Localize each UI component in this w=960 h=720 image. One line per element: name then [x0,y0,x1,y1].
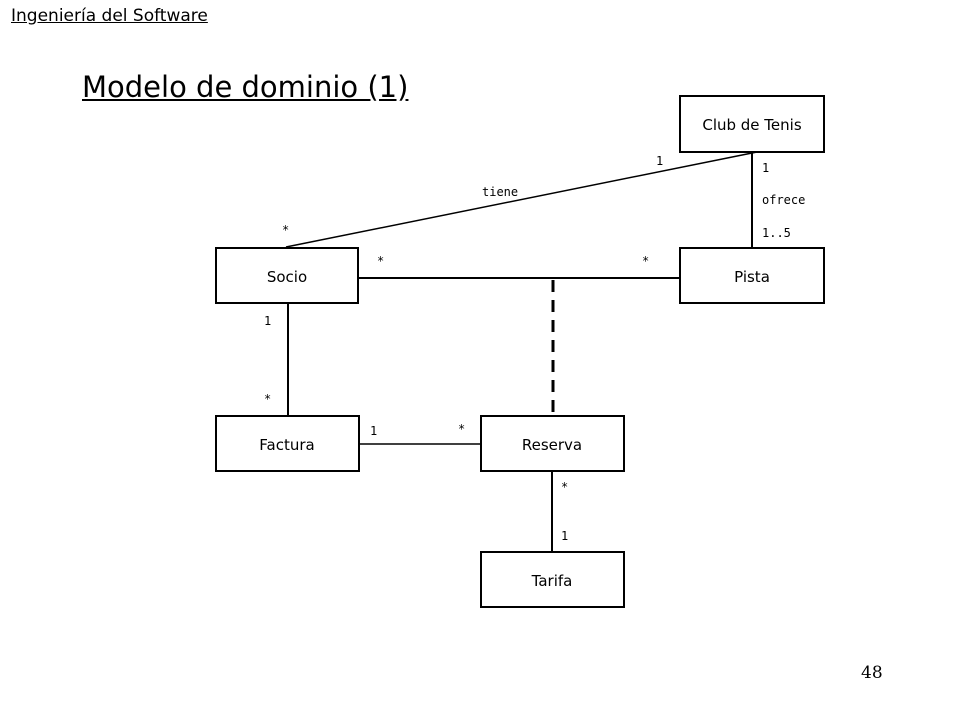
class-tarifa-label: Tarifa [531,572,573,590]
multiplicity-reserva-tarifa-tarifa: 1 [561,529,568,543]
multiplicity-socio-factura-factura: * [264,392,271,406]
page-number: 48 [861,663,883,683]
class-factura: Factura [215,415,360,472]
association-ofrece-label: ofrece [762,193,805,207]
slide-title: Modelo de dominio (1) [82,70,409,104]
multiplicity-reserva-tarifa-reserva: * [561,480,568,494]
association-tiene-label: tiene [482,185,518,199]
multiplicity-socio-factura-socio: 1 [264,314,271,328]
multiplicity-ofrece-club: 1 [762,161,769,175]
multiplicity-factura-reserva-factura: 1 [370,424,377,438]
class-factura-label: Factura [259,436,314,454]
multiplicity-socio-pista-socio: * [377,254,384,268]
class-club-de-tenis: Club de Tenis [679,95,825,153]
class-socio: Socio [215,247,359,304]
multiplicity-factura-reserva-reserva: * [458,422,465,436]
multiplicity-socio-pista-pista: * [642,254,649,268]
multiplicity-tiene-socio: * [282,223,289,237]
association-tiene-line [285,151,758,248]
class-pista: Pista [679,247,825,304]
multiplicity-tiene-club: 1 [656,154,663,168]
class-club-de-tenis-label: Club de Tenis [702,116,801,134]
class-socio-label: Socio [267,268,307,286]
course-header: Ingeniería del Software [11,6,208,26]
class-reserva-label: Reserva [522,436,582,454]
class-pista-label: Pista [734,268,770,286]
multiplicity-ofrece-pista: 1..5 [762,226,791,240]
class-tarifa: Tarifa [480,551,625,608]
class-reserva: Reserva [480,415,625,472]
